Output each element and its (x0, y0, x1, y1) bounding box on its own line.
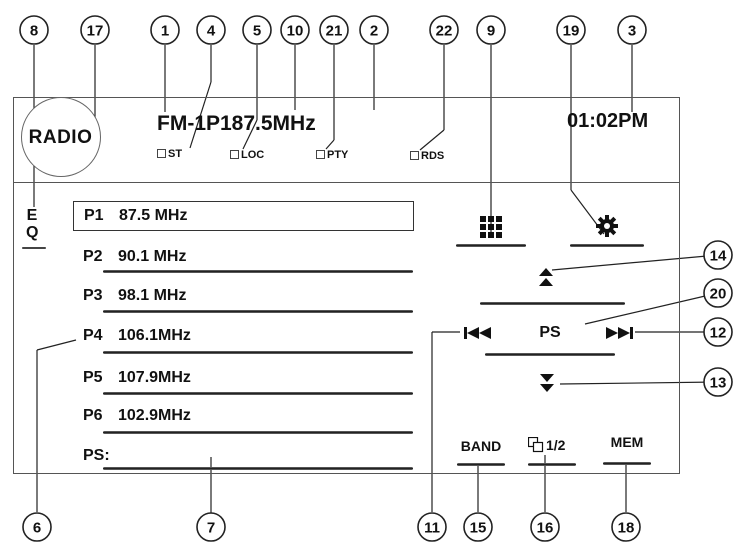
settings-button[interactable] (570, 210, 644, 250)
stereo-indicator-box (157, 149, 166, 158)
pty-indicator: PTY (316, 149, 348, 161)
rds-indicator-label: RDS (421, 150, 445, 162)
ps-row-label: PS: (83, 447, 110, 464)
ps-text-row: PS: (73, 445, 418, 475)
seek-up-underline (480, 302, 625, 305)
callout-1: 1 (161, 23, 169, 40)
mem-button[interactable]: MEM (600, 432, 654, 466)
stereo-indicator: ST (157, 148, 182, 160)
next-button[interactable] (600, 322, 640, 346)
callout-4: 4 (207, 23, 216, 40)
callout-14: 14 (710, 248, 727, 265)
ps-row-underline (103, 467, 413, 470)
callout-10: 10 (287, 23, 304, 40)
preset-underline (103, 431, 413, 434)
preset-underline (103, 351, 413, 354)
callout-16: 16 (537, 520, 554, 537)
preset-item-1[interactable]: P1 87.5 MHz (73, 201, 414, 231)
preset-underline (103, 392, 413, 395)
eq-underline (22, 247, 46, 249)
preset-underline (103, 310, 413, 313)
previous-track-icon (464, 327, 491, 339)
ps-button[interactable]: PS (485, 322, 615, 356)
callout-19: 19 (563, 23, 580, 40)
eq-label: EQ (26, 207, 39, 241)
callout-9: 9 (487, 23, 495, 40)
band-button-label: BAND (460, 438, 502, 454)
preset-number: P3 (83, 287, 103, 304)
preset-item-4[interactable]: P4 106.1MHz (73, 323, 418, 354)
ps-button-label: PS (539, 324, 561, 341)
radio-label: RADIO (28, 127, 93, 148)
up-arrow-icon (539, 268, 553, 286)
radio-screen (13, 97, 680, 474)
preset-frequency: 107.9MHz (118, 369, 191, 386)
callout-3: 3 (628, 23, 636, 40)
preset-number: P5 (83, 369, 103, 386)
preset-number: P6 (83, 407, 103, 424)
callout-11: 11 (424, 520, 440, 537)
seek-down-button[interactable] (530, 372, 566, 398)
preset-item-2[interactable]: P2 90.1 MHz (73, 244, 418, 274)
pty-indicator-box (316, 150, 325, 159)
callout-21: 21 (326, 23, 343, 40)
callout-22: 22 (436, 23, 453, 40)
band-underline (457, 463, 505, 466)
callout-15: 15 (470, 520, 487, 537)
band-button[interactable]: BAND (453, 436, 509, 470)
callout-13: 13 (710, 375, 727, 392)
preset-item-3[interactable]: P3 98.1 MHz (73, 283, 418, 313)
menu-underline (456, 244, 526, 247)
preset-frequency: 90.1 MHz (118, 248, 187, 265)
previous-button[interactable] (460, 322, 500, 346)
gear-icon (596, 215, 618, 237)
callout-5: 5 (253, 23, 261, 40)
ps-underline (485, 353, 615, 356)
mem-underline (603, 462, 651, 465)
callout-2: 2 (370, 23, 378, 40)
preset-item-5[interactable]: P5 107.9MHz (73, 366, 418, 396)
callout-12: 12 (710, 325, 727, 342)
preset-frequency: 98.1 MHz (118, 287, 187, 304)
seek-up-button[interactable] (480, 265, 625, 305)
page-button[interactable]: 1/2 (524, 434, 580, 468)
callout-7: 7 (207, 520, 215, 537)
loc-indicator-box (230, 150, 239, 159)
next-track-icon (606, 327, 633, 339)
callout-17: 17 (87, 23, 104, 40)
page-button-label: 1/2 (546, 437, 566, 453)
preset-item-6[interactable]: P6 102.9MHz (73, 405, 418, 435)
stereo-indicator-label: ST (168, 148, 183, 160)
loc-indicator-label: LOC (241, 149, 265, 161)
menu-button[interactable] (456, 210, 526, 250)
preset-underline (103, 270, 413, 273)
frequency-display: FM-1P187.5MHz (157, 112, 316, 135)
preset-frequency: 102.9MHz (118, 407, 191, 424)
clock: 01:02PM (567, 110, 649, 132)
preset-frequency: 87.5 MHz (119, 207, 188, 224)
preset-number: P4 (83, 327, 103, 344)
callout-8: 8 (30, 23, 38, 40)
settings-underline (570, 244, 644, 247)
callout-18: 18 (618, 520, 635, 537)
down-arrow-icon (540, 374, 554, 392)
mem-button-label: MEM (610, 434, 644, 450)
pty-indicator-label: PTY (327, 149, 349, 161)
callout-6: 6 (33, 520, 41, 537)
loc-indicator: LOC (230, 149, 264, 161)
page-icon (528, 437, 544, 453)
preset-number: P1 (84, 207, 104, 224)
header-divider (13, 182, 680, 183)
callout-20: 20 (710, 286, 727, 303)
rds-indicator: RDS (410, 150, 444, 162)
preset-frequency: 106.1MHz (118, 327, 191, 344)
eq-button[interactable]: EQ (22, 207, 46, 257)
rds-indicator-box (410, 151, 419, 160)
preset-number: P2 (83, 248, 103, 265)
radio-source-button[interactable]: RADIO (21, 97, 101, 177)
grid-icon (480, 216, 502, 238)
page-underline (528, 463, 576, 466)
